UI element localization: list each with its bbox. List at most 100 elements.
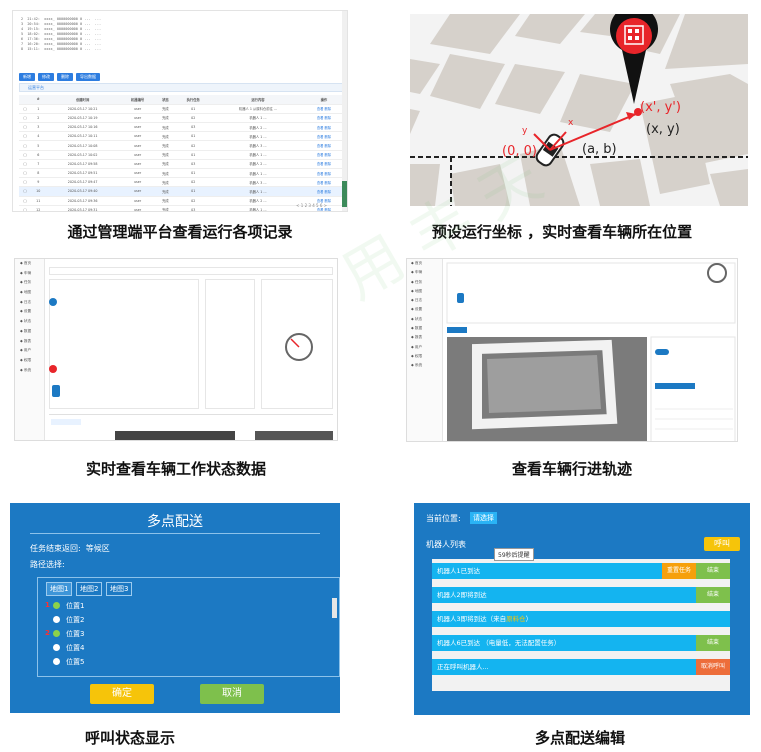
table-cell[interactable]: 查看 删除	[304, 131, 343, 142]
position-label[interactable]: 位置5	[66, 658, 85, 666]
table-cell[interactable]: 查看 删除	[304, 122, 343, 133]
table-cell[interactable]: 查看 删除	[304, 150, 343, 160]
sidebar-item[interactable]: ◆ 报表	[411, 335, 423, 340]
robot-action-button[interactable]: 重置任务	[662, 563, 696, 579]
sidebar-item[interactable]: ◆ 用户	[411, 344, 423, 349]
scrollbar[interactable]	[342, 11, 347, 211]
table-cell[interactable]: □	[19, 196, 31, 206]
sidebar-item[interactable]: ◆ 权限	[411, 353, 423, 358]
sidebar-item[interactable]: ◆ 地图	[20, 290, 32, 295]
table-cell[interactable]: □	[19, 168, 31, 179]
position-radio[interactable]	[53, 616, 60, 623]
robot-action-button[interactable]: 结束	[696, 563, 730, 579]
sidebar-item[interactable]: ◆ 首页	[20, 261, 32, 265]
table-cell[interactable]: 查看 删除	[304, 196, 343, 206]
robot-action-button[interactable]: 结束	[696, 587, 730, 603]
sidebar-item[interactable]: ◆ 用户	[20, 348, 32, 353]
sidebar-item[interactable]: ◆ 系统	[411, 363, 423, 368]
table-cell[interactable]: 查看 删除	[304, 104, 343, 114]
robot-action-button[interactable]: 取消呼叫	[696, 659, 730, 675]
table-cell[interactable]: □	[19, 131, 31, 142]
table-cell[interactable]: □	[19, 150, 31, 160]
sidebar-item[interactable]: ◆ 任务	[20, 280, 32, 285]
position-radio[interactable]	[53, 602, 60, 609]
sidebar-item[interactable]: ◆ 数据	[411, 326, 423, 331]
cancel-button[interactable]: 取消	[200, 684, 264, 704]
toolbar-button[interactable]: 新增	[19, 73, 35, 81]
position-radio[interactable]	[53, 658, 60, 665]
sidebar-item[interactable]: ◆ 设置	[411, 307, 423, 312]
column-header[interactable]: 机器编号	[119, 95, 156, 105]
sidebar-item[interactable]: ◆ 日志	[20, 299, 32, 304]
table-cell[interactable]: □	[19, 205, 31, 211]
table-cell[interactable]: □	[19, 122, 31, 133]
column-header[interactable]: #	[31, 95, 46, 105]
column-header[interactable]: 操作	[304, 95, 343, 105]
table-cell[interactable]: □	[19, 159, 31, 170]
sidebar-item[interactable]: ◆ 任务	[411, 279, 423, 284]
column-header[interactable]: 创建时间	[45, 95, 120, 105]
return-value[interactable]: 等候区	[85, 544, 110, 553]
sidebar-item[interactable]: ◆ 车辆	[411, 270, 423, 275]
sidebar-item[interactable]: ◆ 首页	[411, 261, 423, 265]
position-label[interactable]: 位置2	[66, 616, 85, 624]
table-cell[interactable]: □	[19, 104, 31, 114]
sidebar-item[interactable]: ◆ 日志	[411, 298, 423, 303]
position-label[interactable]: 位置3	[66, 630, 85, 638]
tab-map-2[interactable]: 地图2	[76, 582, 103, 596]
sidebar-item[interactable]: ◆ 数据	[20, 328, 32, 333]
table-cell[interactable]: 查看 删除	[304, 205, 343, 211]
tab-map-1[interactable]: 地图1	[46, 582, 73, 596]
position-label[interactable]: 位置1	[66, 602, 85, 610]
sidebar-item[interactable]: ◆ 状态	[20, 319, 32, 324]
position-label[interactable]: 位置4	[66, 644, 85, 652]
column-header[interactable]: 执行任务	[175, 95, 212, 105]
toolbar-button[interactable]: 导出数据	[76, 73, 100, 81]
toolbar-button[interactable]: 删除	[57, 73, 73, 81]
table-cell[interactable]: □	[19, 177, 31, 188]
platform-tab[interactable]: 运营平台	[19, 83, 343, 92]
call-button[interactable]: 呼叫	[704, 537, 740, 551]
column-header[interactable]: 状态	[155, 95, 176, 105]
sidebar-item[interactable]: ◆ 车辆	[20, 270, 32, 275]
sidebar-item[interactable]: ◆ 权限	[20, 357, 32, 362]
table-cell[interactable]: □	[19, 113, 31, 124]
sidebar-item[interactable]: ◆ 地图	[411, 288, 423, 293]
sidebar-item[interactable]: ◆ 状态	[411, 316, 423, 321]
table-cell[interactable]: 查看 删除	[304, 177, 343, 188]
side-tool[interactable]	[342, 181, 347, 207]
table-cell[interactable]: 查看 删除	[304, 113, 343, 124]
table-cell[interactable]: □	[19, 140, 31, 151]
tab-map-3[interactable]: 地图3	[106, 582, 133, 596]
position-radio[interactable]	[53, 630, 60, 637]
sidebar-item[interactable]: ◆ 系统	[20, 367, 32, 372]
table-cell[interactable]: □	[19, 186, 31, 197]
table-cell[interactable]: 查看 删除	[304, 140, 343, 151]
position-radio[interactable]	[53, 644, 60, 651]
table-cell[interactable]: 查看 删除	[304, 159, 343, 170]
table-cell[interactable]: 查看 删除	[304, 168, 343, 179]
confirm-button[interactable]: 确定	[90, 684, 154, 704]
sidebar-item[interactable]: ◆ 设置	[20, 309, 32, 314]
toolbar-button[interactable]: 修改	[38, 73, 54, 81]
sidebar-item[interactable]: ◆ 报表	[20, 338, 32, 343]
pagination[interactable]: < 1 2 3 4 5 6 >	[296, 203, 327, 208]
scrollbar[interactable]	[332, 598, 337, 618]
current-location-select[interactable]: 请选择	[470, 512, 497, 524]
column-header[interactable]: 运行内容	[211, 95, 305, 105]
column-header[interactable]	[19, 95, 31, 105]
table-cell[interactable]: 查看 删除	[304, 186, 343, 197]
robot-action-button[interactable]: 结束	[696, 635, 730, 651]
